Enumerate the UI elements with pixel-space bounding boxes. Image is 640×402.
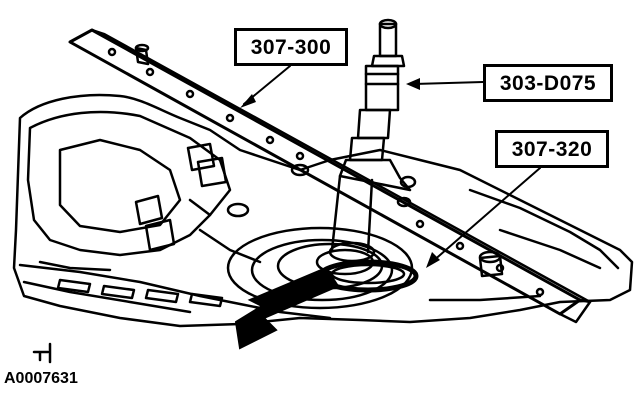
scale-marks [32, 342, 52, 364]
direction-arrow [234, 266, 340, 350]
slide-hammer [328, 18, 412, 263]
callout-307-300: 307-300 [234, 28, 348, 66]
case-bore [226, 226, 414, 310]
leader-arrowheads [240, 78, 440, 268]
callout-303-d075: 303-D075 [483, 64, 613, 102]
figure-id: A0007631 [4, 370, 78, 387]
callout-307-320: 307-320 [495, 130, 609, 168]
bar-tool [68, 28, 592, 324]
transmission-case [12, 93, 634, 328]
flange-slots [56, 278, 224, 308]
